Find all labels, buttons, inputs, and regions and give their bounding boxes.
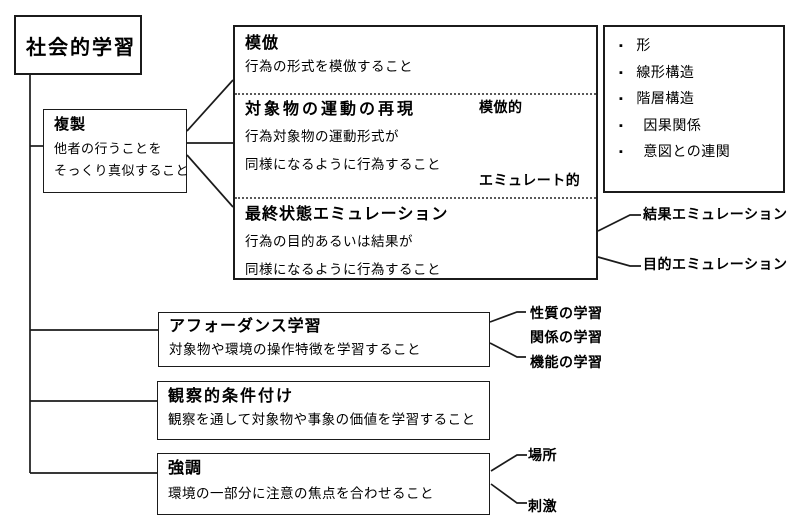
label-result-emulation: 結果エミュレーション — [643, 206, 788, 222]
feature-item: ▪ 線形構造 — [619, 60, 775, 87]
label-place: 場所 — [528, 447, 557, 463]
line-function-learning — [489, 342, 526, 358]
feature-item: ▪ 因果関係 — [619, 113, 775, 140]
emphasis-title: 強調 — [168, 460, 203, 477]
replication-line2: そっくり真似すること — [54, 162, 190, 178]
central-sections-box: 模倣 行為の形式を模倣すること 対象物の運動の再現 行為対象物の運動形式が 同様… — [233, 25, 598, 280]
root-node-label: 社会的学習 — [26, 36, 136, 59]
features-list: ▪形 ▪線形構造 ▪階層構造 ▪因果関係 ▪意図との連関 — [605, 27, 783, 166]
object-motion-line1: 行為対象物の運動形式が — [245, 129, 399, 144]
affordance-box: アフォーダンス学習 対象物や環境の操作特徴を学習すること — [158, 312, 490, 367]
object-motion-line2: 同様になるように行為すること — [245, 157, 441, 172]
observational-line1: 観察を通して対象物や事象の価値を学習すること — [168, 412, 476, 427]
observational-title: 観察的条件付け — [168, 388, 295, 405]
line-stimulus — [490, 483, 527, 504]
replication-box: 複製 他者の行うことを そっくり真似すること — [43, 109, 190, 193]
feature-label: 意図との連関 — [643, 143, 731, 160]
line-replication-end-state — [186, 154, 234, 208]
bullet-icon: ▪ — [619, 146, 624, 159]
line-property-learning — [489, 311, 526, 323]
emphasis-line1: 環境の一部分に注意の焦点を合わせること — [168, 486, 434, 501]
replication-title: 複製 — [54, 116, 87, 133]
affordance-line1: 対象物や環境の操作特徴を学習すること — [169, 342, 421, 357]
end-state-section: 最終状態エミュレーション 行為の目的あるいは結果が 同様になるように行為すること — [235, 197, 596, 278]
bullet-icon: ▪ — [619, 93, 624, 106]
imitation-title: 模倣 — [245, 35, 280, 52]
feature-item: ▪ 階層構造 — [619, 86, 775, 113]
label-function-learning: 機能の学習 — [530, 354, 603, 370]
end-state-line1: 行為の目的あるいは結果が — [245, 234, 413, 249]
end-state-line2: 同様になるように行為すること — [245, 262, 441, 277]
affordance-title: アフォーダンス学習 — [169, 318, 322, 335]
line-goal-emulation — [597, 256, 641, 267]
object-motion-section: 対象物の運動の再現 行為対象物の運動形式が 同様になるように行為すること — [235, 93, 596, 197]
label-relation-learning: 関係の学習 — [530, 329, 603, 345]
bullet-icon: ▪ — [619, 119, 624, 132]
emphasis-box: 強調 環境の一部分に注意の焦点を合わせること — [157, 453, 490, 515]
feature-item: ▪ 意図との連関 — [619, 139, 775, 166]
imitation-line1: 行為の形式を模倣すること — [245, 59, 413, 74]
feature-label: 因果関係 — [643, 116, 702, 133]
object-motion-title: 対象物の運動の再現 — [245, 101, 417, 118]
bullet-icon: ▪ — [619, 40, 624, 52]
label-emulative: エミュレート的 — [479, 172, 581, 188]
observational-box: 観察的条件付け 観察を通して対象物や事象の価値を学習すること — [157, 381, 490, 440]
label-stimulus: 刺激 — [528, 498, 557, 514]
line-result-emulation — [597, 214, 641, 232]
line-replication-imitation — [186, 79, 234, 132]
feature-label: 形 — [636, 37, 651, 53]
bullet-icon: ▪ — [619, 66, 624, 79]
imitation-section: 模倣 行為の形式を模倣すること — [235, 27, 596, 93]
root-node-box: 社会的学習 — [14, 15, 142, 75]
feature-label: 階層構造 — [636, 90, 695, 107]
label-property-learning: 性質の学習 — [530, 305, 603, 321]
feature-item: ▪形 — [619, 33, 775, 60]
end-state-title: 最終状態エミュレーション — [245, 206, 449, 223]
feature-label: 線形構造 — [636, 63, 695, 80]
label-mimetic: 模倣的 — [479, 99, 523, 115]
label-goal-emulation: 目的エミュレーション — [643, 256, 788, 272]
replication-line1: 他者の行うことを — [54, 141, 163, 156]
features-box: ▪形 ▪線形構造 ▪階層構造 ▪因果関係 ▪意図との連関 — [603, 25, 785, 193]
line-place — [490, 454, 527, 472]
